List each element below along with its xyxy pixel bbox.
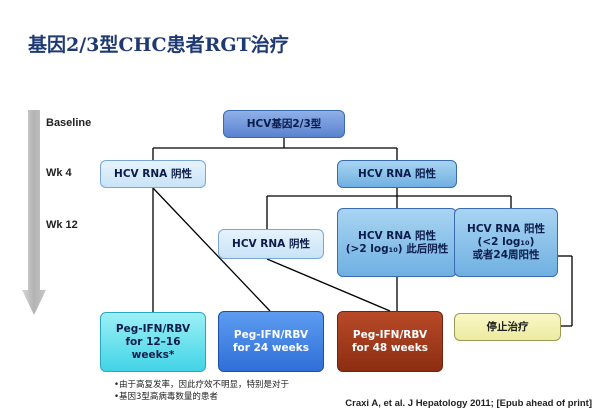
result-12-16-weeks-line3: weeks*: [131, 348, 175, 361]
node-wk12-positive-lt2log: HCV RNA 阳性 (<2 log₁₀) 或者24周阳性: [454, 208, 558, 277]
node-wk12-positive-lt2log-line3: 或者24周阳性: [472, 249, 540, 261]
node-wk4-positive: HCV RNA 阳性: [337, 160, 457, 188]
node-wk4-positive-label: HCV RNA 阳性: [358, 167, 436, 180]
node-wk12-negative-label: HCV RNA 阴性: [232, 237, 310, 250]
node-wk12-positive-lt2log-line1: HCV RNA 阳性: [467, 223, 545, 235]
result-48-weeks: Peg-IFN/RBV for 48 weeks: [337, 311, 443, 372]
timeline-arrow: [22, 110, 46, 315]
stage-wk4: Wk 4: [46, 167, 72, 179]
result-24-weeks-line1: Peg-IFN/RBV: [233, 328, 309, 341]
node-wk12-positive-gt2log: HCV RNA 阳性 (>2 log₁₀) 此后阴性: [337, 208, 457, 277]
node-wk12-positive-gt2log-line2: (>2 log₁₀) 此后阴性: [345, 242, 449, 255]
result-stop-treatment: 停止治疗: [454, 313, 561, 341]
stage-baseline: Baseline: [46, 117, 92, 129]
result-48-weeks-line1: Peg-IFN/RBV: [352, 328, 428, 341]
node-wk12-positive-lt2log-line2: (<2 log₁₀): [477, 236, 535, 248]
result-48-weeks-line2: for 48 weeks: [351, 341, 429, 354]
result-24-weeks: Peg-IFN/RBV for 24 weeks: [218, 311, 324, 372]
node-hcv-genotype: HCV基因2/3型: [223, 110, 345, 138]
footnote-line1: •由于高复发率，因此疗效不明显，特别是对于: [114, 380, 290, 390]
node-wk12-negative: HCV RNA 阴性: [218, 229, 324, 259]
citation: Craxi A, et al. J Hepatology 2011; [Epub…: [345, 398, 592, 409]
result-12-16-weeks: Peg-IFN/RBV for 12–16 weeks*: [100, 312, 206, 372]
result-stop-treatment-label: 停止治疗: [486, 320, 529, 333]
node-wk12-positive-gt2log-line1: HCV RNA 阳性: [358, 229, 436, 242]
node-wk4-negative: HCV RNA 阴性: [100, 160, 206, 188]
page-title: 基因2/3型CHC患者RGT治疗: [28, 34, 289, 56]
node-hcv-genotype-label: HCV基因2/3型: [246, 117, 322, 130]
stage-wk12: Wk 12: [46, 219, 78, 231]
result-12-16-weeks-line1: Peg-IFN/RBV: [115, 322, 191, 335]
footnote-line2: •基因3型高病毒数量的患者: [114, 392, 218, 402]
result-24-weeks-line2: for 24 weeks: [232, 341, 310, 354]
result-12-16-weeks-line2: for 12–16: [125, 335, 181, 348]
node-wk4-negative-label: HCV RNA 阴性: [114, 167, 192, 180]
